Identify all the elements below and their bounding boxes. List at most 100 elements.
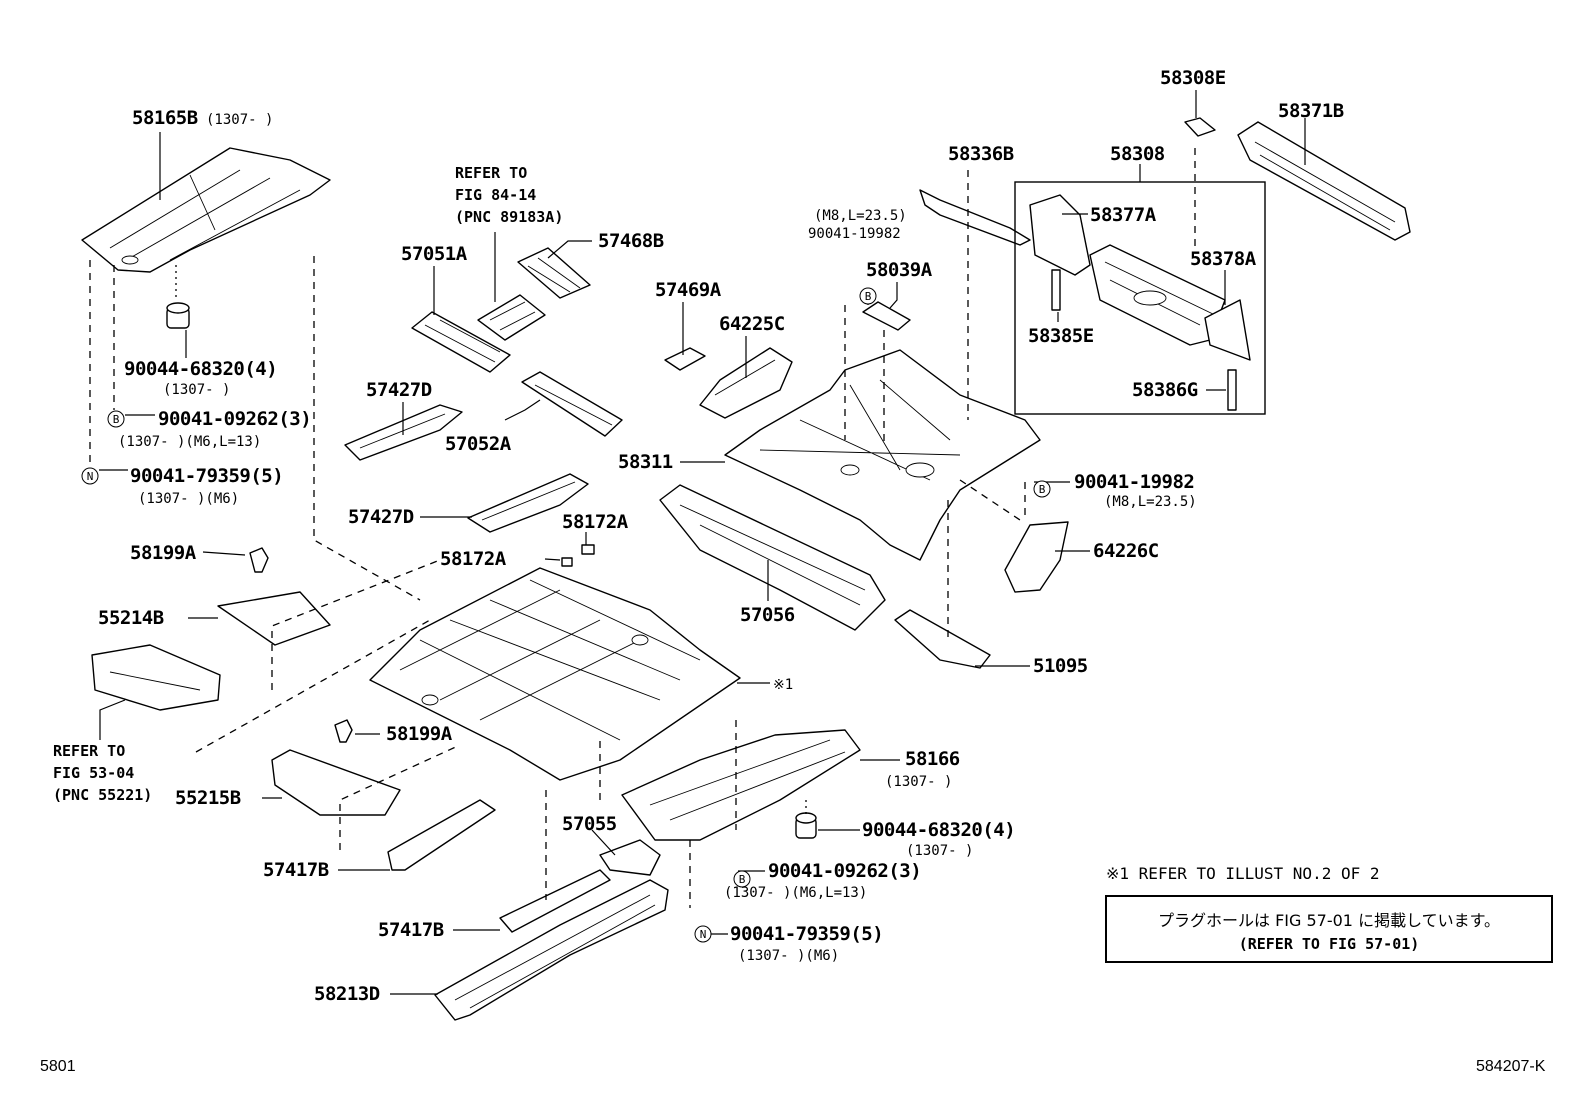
label-58311: 58311 xyxy=(618,451,673,473)
label-57417B-a: 57417B xyxy=(263,859,329,881)
part-57051A[interactable] xyxy=(411,311,511,373)
circle-B-bottom: B xyxy=(733,870,751,888)
label-58385E: 58385E xyxy=(1028,325,1094,347)
label-90041-B-bottom-note: (1307- )(M6,L=13) xyxy=(724,885,867,901)
part-57469A[interactable] xyxy=(664,347,706,371)
svg-text:B: B xyxy=(865,290,872,303)
part-58385E[interactable] xyxy=(1051,269,1061,311)
part-89183A-ref[interactable] xyxy=(477,294,546,341)
label-58377A: 58377A xyxy=(1090,204,1157,226)
refer1-line2: FIG 84-14 xyxy=(455,186,536,204)
svg-text:B: B xyxy=(113,413,120,426)
part-58039A[interactable] xyxy=(862,301,911,331)
circle-N-bottom: N xyxy=(694,925,712,943)
circle-B-right: B xyxy=(1033,480,1051,498)
label-58199A-b: 58199A xyxy=(386,723,453,745)
part-58308E[interactable] xyxy=(1184,117,1216,137)
part-58308-panel[interactable] xyxy=(1089,244,1226,346)
clip-90044-bottom[interactable] xyxy=(795,812,817,839)
refer1-line1: REFER TO xyxy=(455,164,527,182)
part-58371B[interactable] xyxy=(1237,121,1411,241)
part-51095[interactable] xyxy=(894,609,991,669)
label-58039A: 58039A xyxy=(866,259,933,281)
refer2-line1: REFER TO xyxy=(53,742,125,760)
label-58199A-a: 58199A xyxy=(130,542,197,564)
part-57052A[interactable] xyxy=(521,371,623,437)
label-57468B: 57468B xyxy=(598,230,664,252)
part-58311[interactable] xyxy=(724,349,1041,561)
svg-text:N: N xyxy=(87,470,94,483)
label-58308E: 58308E xyxy=(1160,67,1226,89)
part-55215B[interactable] xyxy=(271,749,401,816)
label-90041-N-top-note: (1307- )(M6) xyxy=(138,491,239,507)
label-57427D-b: 57427D xyxy=(348,506,414,528)
label-57417B-b: 57417B xyxy=(378,919,444,941)
label-90041-N-bottom: 90041-79359(5) xyxy=(730,923,883,945)
plug-hole-note-box: プラグホールは FIG 57-01 に掲載しています。 (REFER TO FI… xyxy=(1105,895,1553,963)
label-57052A: 57052A xyxy=(445,433,512,455)
leader-lines xyxy=(99,90,1306,995)
svg-text:N: N xyxy=(700,928,707,941)
svg-text:B: B xyxy=(739,873,746,886)
part-64226C[interactable] xyxy=(1004,521,1069,593)
label-90041-N-bottom-note: (1307- )(M6) xyxy=(738,948,839,964)
label-55215B: 55215B xyxy=(175,787,241,809)
clip-58199A-b[interactable] xyxy=(334,719,353,743)
label-58172A-a: 58172A xyxy=(562,511,629,533)
circle-B-mid: B xyxy=(859,287,877,305)
page-id-left: 5801 xyxy=(40,1058,76,1075)
label-90041-B-top-note: (1307- )(M6,L=13) xyxy=(118,434,261,450)
label-90041-B-right: 90041-19982 xyxy=(1074,471,1194,493)
part-57427D-b[interactable] xyxy=(467,473,589,533)
label-57469A: 57469A xyxy=(655,279,722,301)
part-57417B-a[interactable] xyxy=(387,799,496,871)
label-58386G: 58386G xyxy=(1132,379,1198,401)
callout-labels: 58165B (1307- ) 90044-68320(4) (1307- ) … xyxy=(53,67,1344,1005)
part-64225C[interactable] xyxy=(699,347,793,419)
refer2-line3: (PNC 55221) xyxy=(53,786,152,804)
part-57056[interactable] xyxy=(659,484,886,631)
clip-90044-top[interactable] xyxy=(166,302,190,329)
part-front-floor-pan[interactable] xyxy=(369,567,741,781)
label-57427D-a: 57427D xyxy=(366,379,432,401)
part-55221-ref[interactable] xyxy=(91,644,221,711)
illustration-id-right: 584207-K xyxy=(1476,1058,1546,1075)
part-58172A-a[interactable] xyxy=(581,544,595,555)
label-90041-B-mid: 90041-19982 xyxy=(808,226,901,242)
part-57417B-b[interactable] xyxy=(499,869,611,933)
svg-text:B: B xyxy=(1039,483,1046,496)
plug-hole-note-jp: プラグホールは FIG 57-01 に掲載しています。 xyxy=(1158,911,1500,930)
label-57051A: 57051A xyxy=(401,243,468,265)
label-51095: 51095 xyxy=(1033,655,1088,677)
label-64225C: 64225C xyxy=(719,313,785,335)
label-58336B: 58336B xyxy=(948,143,1014,165)
part-57055[interactable] xyxy=(599,839,661,876)
label-64226C: 64226C xyxy=(1093,540,1159,562)
label-note-mark: ※1 xyxy=(773,677,793,693)
part-58172A-b[interactable] xyxy=(561,557,573,567)
label-90041-N-top: 90041-79359(5) xyxy=(130,465,283,487)
label-58378A: 58378A xyxy=(1190,248,1257,270)
part-58386G[interactable] xyxy=(1227,369,1237,411)
part-58213D[interactable] xyxy=(434,879,669,1021)
label-58165B: 58165B xyxy=(132,107,198,129)
plug-hole-note-en: (REFER TO FIG 57-01) xyxy=(1238,935,1420,953)
label-55214B: 55214B xyxy=(98,607,164,629)
clip-58199A-a[interactable] xyxy=(249,547,269,573)
refer2-line2: FIG 53-04 xyxy=(53,764,134,782)
part-55214B[interactable] xyxy=(217,591,331,646)
part-58378A[interactable] xyxy=(1204,299,1251,361)
part-58336B[interactable] xyxy=(919,189,1031,246)
part-58377A[interactable] xyxy=(1029,194,1091,276)
refer1-line3: (PNC 89183A) xyxy=(455,208,563,226)
part-57468B[interactable] xyxy=(517,247,591,299)
part-58166[interactable] xyxy=(621,729,861,841)
dashed-guides xyxy=(89,148,1196,908)
label-90044-bottom: 90044-68320(4) xyxy=(862,819,1015,841)
part-58165B[interactable] xyxy=(81,147,331,273)
label-58166: 58166 xyxy=(905,748,960,770)
label-58371B: 58371B xyxy=(1278,100,1344,122)
label-90044-top-date: (1307- ) xyxy=(163,382,230,398)
label-58213D: 58213D xyxy=(314,983,380,1005)
label-57056: 57056 xyxy=(740,604,795,626)
